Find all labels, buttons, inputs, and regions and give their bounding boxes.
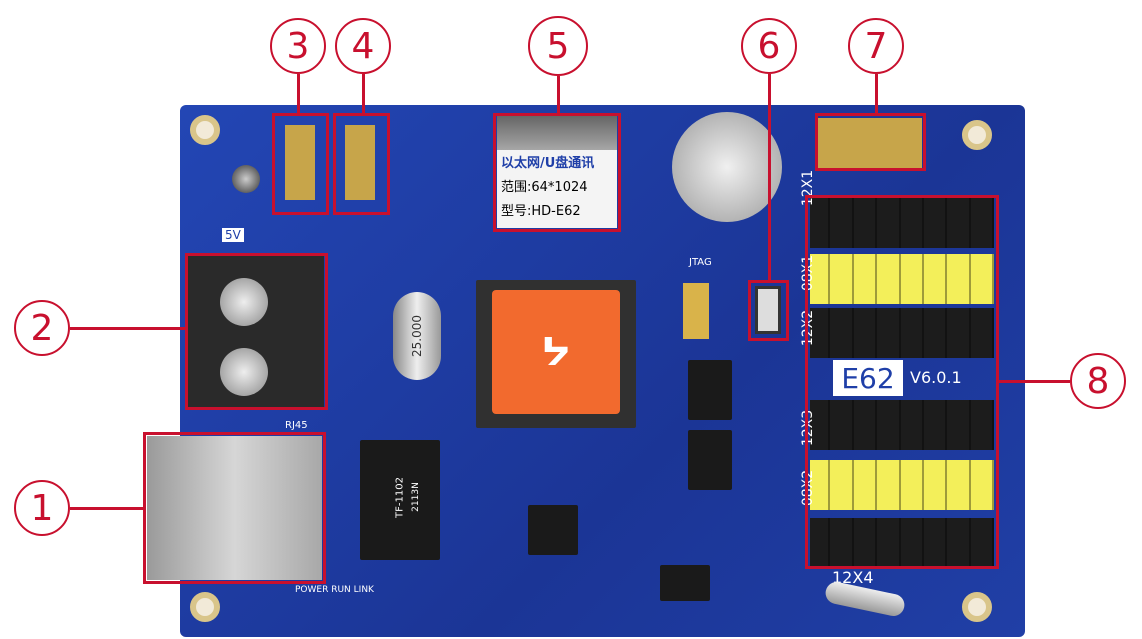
leader-line-5 <box>557 76 560 114</box>
callout-7: 7 <box>848 18 904 74</box>
leader-line-1 <box>70 507 144 510</box>
processor-logo: ᔭ <box>492 290 620 414</box>
hub-port-08x2 <box>810 460 994 510</box>
callout-3: 3 <box>270 18 326 74</box>
callout-2: 2 <box>14 300 70 356</box>
ethernet-chip <box>528 505 578 555</box>
callout-box-3 <box>272 113 329 215</box>
memory-chip <box>688 430 732 490</box>
callout-5: 5 <box>528 16 588 76</box>
rj45-port <box>147 436 322 580</box>
callout-box-1 <box>143 432 326 584</box>
sticker-line-3: 型号:HD-E62 <box>501 204 581 219</box>
model-sticker: 以太网/U盘通讯 范围:64*1024 型号:HD-E62 <box>497 150 617 228</box>
mounting-hole <box>190 115 220 145</box>
leader-line-8 <box>998 380 1070 383</box>
memory-chip <box>688 360 732 420</box>
leader-line-2 <box>70 327 186 330</box>
capacitor <box>232 165 260 193</box>
terminal-screw <box>220 348 268 396</box>
eeprom-chip <box>660 565 710 601</box>
terminal-screw <box>220 278 268 326</box>
coin-battery <box>672 112 782 222</box>
crystal-label: 25.000 <box>410 315 424 357</box>
callout-4: 4 <box>335 18 391 74</box>
sticker-line-2: 范围:64*1024 <box>501 180 588 195</box>
header-s2 <box>818 118 922 168</box>
version-label: V6.0.1 <box>910 368 962 387</box>
callout-8: 8 <box>1070 353 1126 409</box>
network-transformer: TF-1102 2113N <box>360 440 440 560</box>
callout-1: 1 <box>14 480 70 536</box>
model-label: E62 <box>833 360 903 396</box>
header-p10 <box>345 125 375 200</box>
mounting-hole <box>190 592 220 622</box>
jtag-header <box>683 283 709 339</box>
leader-line-4 <box>362 74 365 114</box>
transformer-label: TF-1102 <box>394 477 406 518</box>
leader-line-7 <box>875 74 878 114</box>
leader-line-3 <box>297 74 300 114</box>
status-led-labels: POWER RUN LINK <box>295 585 374 595</box>
callout-box-4 <box>333 113 390 215</box>
hub-port-12x1 <box>810 198 994 248</box>
voltage-label: 5V <box>222 228 244 242</box>
hub-port-12x4 <box>810 518 994 566</box>
jtag-label: JTAG <box>689 257 712 268</box>
sticker-line-1: 以太网/U盘通讯 <box>501 156 595 171</box>
callout-box-5 <box>493 113 621 232</box>
crystal-oscillator: 25.000 <box>393 292 441 380</box>
hub-port-12x3 <box>810 400 994 450</box>
hub-port-08x1 <box>810 254 994 304</box>
reset-button[interactable] <box>755 286 781 334</box>
callout-box-6 <box>748 280 789 341</box>
callout-6: 6 <box>741 18 797 74</box>
transformer-code-label: 2113N <box>411 482 421 512</box>
leader-line-6 <box>768 74 771 281</box>
mounting-hole <box>962 120 992 150</box>
header-p11 <box>285 125 315 200</box>
mounting-hole <box>962 592 992 622</box>
callout-box-2 <box>185 253 328 410</box>
rj45-label: RJ45 <box>285 420 308 431</box>
callout-box-7 <box>815 113 926 171</box>
callout-box-8 <box>805 195 999 569</box>
hub-port-12x2 <box>810 308 994 358</box>
